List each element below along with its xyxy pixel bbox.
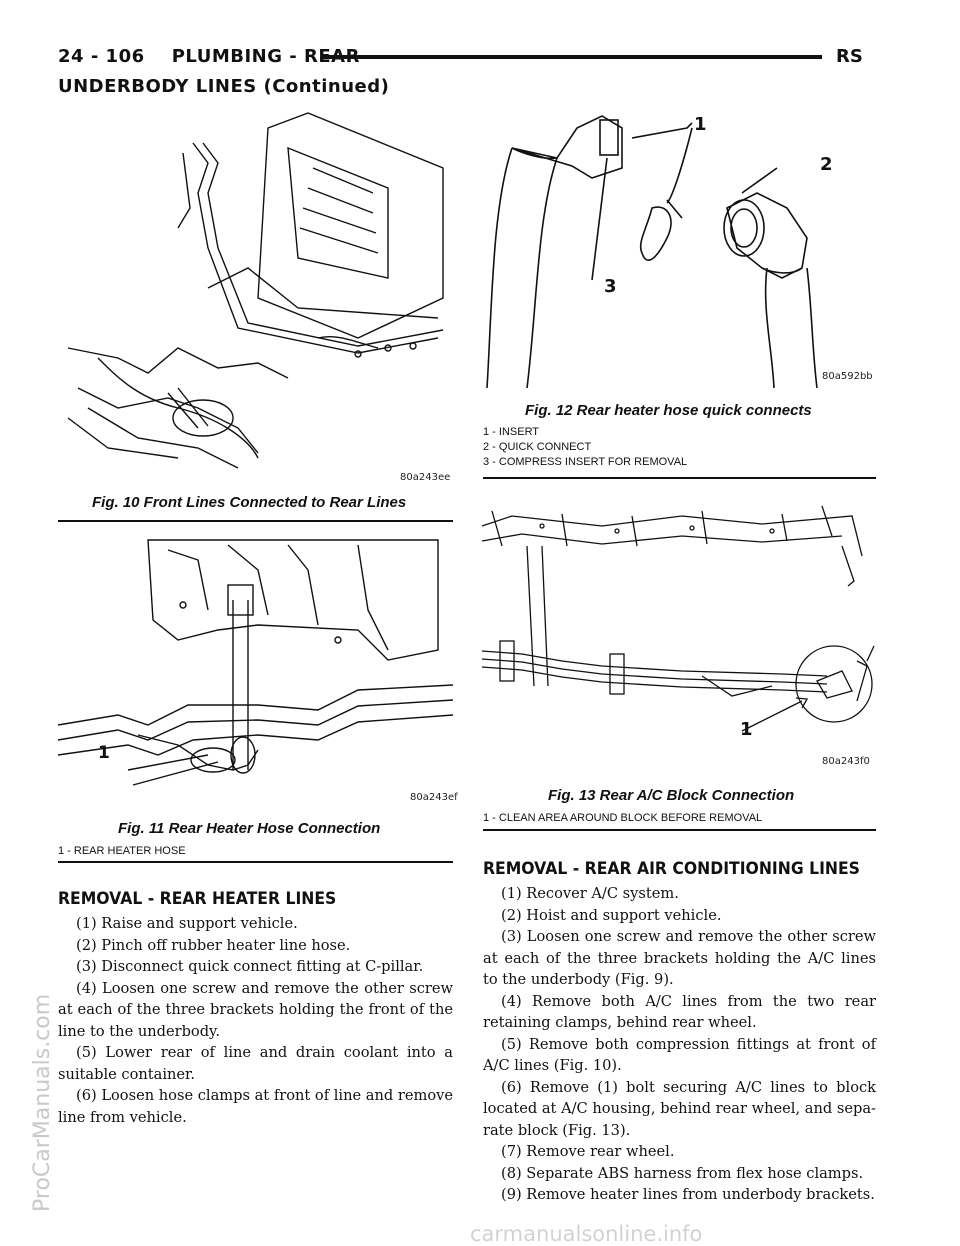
legend-item: 2 - QUICK CONNECT: [483, 441, 592, 453]
figure-11-callout-1: 1: [98, 743, 110, 763]
step-text: (4) Remove both A/C lines from the two r…: [483, 992, 876, 1032]
legend-item: 1 - CLEAN AREA AROUND BLOCK BEFORE REMOV…: [483, 812, 763, 824]
figure-12-code: 80a592bb: [822, 371, 873, 382]
legend-item: 1 - REAR HEATER HOSE: [58, 845, 186, 857]
figure-13-callout-1: 1: [740, 719, 753, 740]
step-text: (3) Disconnect quick connect fitting at …: [76, 958, 424, 975]
removal-ac-steps: (1) Recover A/C system. (2) Hoist and su…: [483, 883, 876, 1206]
footer-watermark: carmanualsonline.info: [470, 1222, 703, 1246]
continued-heading: UNDERBODY LINES (Continued): [58, 76, 390, 97]
side-watermark: ProCarManuals.com: [30, 993, 55, 1212]
heading-removal-ac-lines: REMOVAL - REAR AIR CONDITIONING LINES: [483, 859, 860, 879]
figure-10-rule: [58, 520, 453, 522]
legend-item: 1 - INSERT: [483, 426, 540, 438]
step-text: (3) Loosen one screw and remove the othe…: [483, 928, 876, 988]
figure-11-caption: Fig. 11 Rear Heater Hose Connection: [118, 820, 381, 837]
figure-12-caption: Fig. 12 Rear heater hose quick connects: [525, 402, 812, 419]
page-number: 24 - 106: [58, 46, 145, 67]
figure-13-caption: Fig. 13 Rear A/C Block Connection: [548, 787, 795, 804]
figure-11-code: 80a243ef: [410, 792, 458, 803]
page-header-title: 24 - 106 PLUMBING - REAR: [58, 46, 360, 67]
step-text: (6) Remove (1) bolt securing A/C lines t…: [483, 1078, 876, 1139]
figure-12-callout-3: 3: [604, 276, 617, 297]
step-text: (5) Remove both compression fittings at …: [483, 1035, 876, 1075]
figure-13-rule: [483, 829, 876, 831]
figure-12-rule: [483, 477, 876, 479]
step-text: (4) Loosen one screw and remove the othe…: [58, 979, 453, 1040]
section-code: RS: [836, 46, 863, 67]
step-text: (9) Remove heater lines from underbody b…: [501, 1186, 875, 1203]
figure-12-callout-2: 2: [820, 154, 833, 175]
figure-12-illustration: 1 2 3 80a592bb: [482, 108, 876, 393]
figure-13-legend: 1 - CLEAN AREA AROUND BLOCK BEFORE REMOV…: [483, 811, 762, 826]
removal-heater-steps: (1) Raise and support vehicle. (2) Pinch…: [58, 913, 453, 1128]
figure-11-illustration: 1 80a243ef: [57, 530, 458, 810]
figure-12-callout-1: 1: [694, 114, 707, 135]
figure-10-code: 80a243ee: [400, 472, 451, 483]
step-text: (6) Loosen hose clamps at front of line …: [58, 1087, 453, 1126]
heading-removal-heater-lines: REMOVAL - REAR HEATER LINES: [58, 889, 337, 909]
step-text: (1) Recover A/C system.: [501, 885, 679, 902]
figure-11-rule: [58, 861, 453, 863]
legend-item: 3 - COMPRESS INSERT FOR REMOVAL: [483, 456, 688, 468]
step-text: (2) Hoist and support vehicle.: [501, 906, 722, 924]
figure-12-legend: 1 - INSERT 2 - QUICK CONNECT 3 - COMPRES…: [483, 425, 687, 470]
figure-10-illustration: 80a243ee: [58, 108, 453, 486]
header-rule: [322, 55, 822, 59]
figure-10-caption: Fig. 10 Front Lines Connected to Rear Li…: [92, 494, 407, 511]
step-text: (2) Pinch off rubber heater line hose.: [76, 936, 351, 954]
step-text: (8) Separate ABS harness from flex hose …: [501, 1164, 864, 1182]
figure-13-illustration: 1 80a243f0: [481, 486, 876, 776]
step-text: (5) Lower rear of line and drain coolant…: [58, 1044, 453, 1083]
figure-11-legend: 1 - REAR HEATER HOSE: [58, 844, 186, 859]
chapter-title: PLUMBING - REAR: [171, 46, 360, 67]
figure-13-code: 80a243f0: [822, 756, 870, 767]
step-text: (7) Remove rear wheel.: [501, 1143, 675, 1160]
step-text: (1) Raise and support vehicle.: [76, 915, 298, 932]
